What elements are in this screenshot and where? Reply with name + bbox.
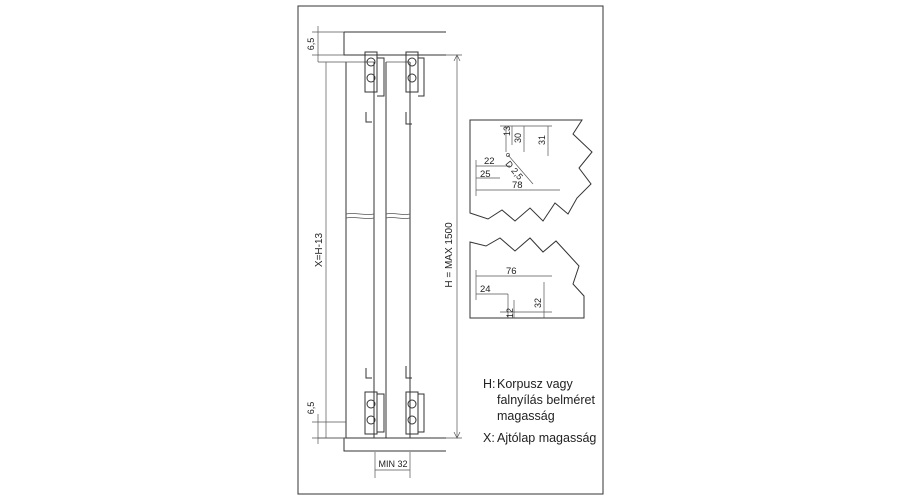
svg-text:MIN 32: MIN 32 xyxy=(378,459,407,469)
dim-door-height: X=H-13 xyxy=(314,61,346,439)
bottom-hook-right xyxy=(405,366,412,379)
top-rail xyxy=(343,31,446,56)
svg-text:24: 24 xyxy=(480,284,491,295)
svg-text:30: 30 xyxy=(513,133,523,143)
drawing-frame xyxy=(297,5,604,495)
svg-text:78: 78 xyxy=(512,180,523,191)
legend-spacer xyxy=(483,392,497,408)
left-door-panel xyxy=(345,61,375,438)
bottom-hook-left xyxy=(365,368,372,379)
top-roller-left xyxy=(364,51,385,97)
svg-text:31: 31 xyxy=(537,135,547,145)
svg-text:22: 22 xyxy=(484,156,495,167)
legend-spacer xyxy=(483,408,497,424)
bottom-rail xyxy=(343,437,446,452)
legend-h-key: H: xyxy=(483,377,496,391)
svg-text:76: 76 xyxy=(506,266,517,277)
dim-bottom-gap: 6,5 xyxy=(306,402,346,444)
top-hook-left xyxy=(365,112,372,123)
legend-h-line3: magasság xyxy=(497,409,555,423)
legend-h-cont3: magasság xyxy=(483,408,596,424)
dim-min-depth: MIN 32 xyxy=(374,452,411,478)
svg-text:13: 13 xyxy=(502,126,512,136)
svg-text:6,5: 6,5 xyxy=(306,38,316,51)
svg-text:32: 32 xyxy=(533,298,543,308)
legend-x-key: X: xyxy=(483,431,495,445)
detail-bottom-section: 76 24 32 12 xyxy=(469,237,585,319)
top-roller-right xyxy=(405,51,425,97)
legend-h-line2: falnyílás belméret xyxy=(497,393,595,407)
svg-text:6,5: 6,5 xyxy=(306,402,316,415)
legend-x-line1: Ajtólap magasság xyxy=(497,431,597,445)
legend: H: Korpusz vagy falnyílás belméret magas… xyxy=(483,376,596,446)
dim-max-height: H = MAX 1500 xyxy=(444,54,462,439)
svg-text:25: 25 xyxy=(480,169,491,180)
legend-h-line1: Korpusz vagy xyxy=(497,377,573,391)
legend-x: X: Ajtólap magasság xyxy=(483,430,596,446)
bottom-roller-left xyxy=(364,391,385,435)
svg-text:12: 12 xyxy=(505,308,515,318)
svg-text:H = MAX 1500: H = MAX 1500 xyxy=(444,222,455,288)
legend-h-cont2: falnyílás belméret xyxy=(483,392,596,408)
bottom-roller-right xyxy=(405,391,425,435)
svg-text:D 2,5: D 2,5 xyxy=(503,159,524,182)
top-hook-right xyxy=(405,112,412,125)
detail-top-section: 13 30 31 22 25 78 D 2,5 xyxy=(469,119,593,222)
svg-text:X=H-13: X=H-13 xyxy=(314,232,325,267)
dim-top-gap: 6,5 xyxy=(306,26,344,62)
legend-h: H: Korpusz vagy xyxy=(483,376,596,392)
